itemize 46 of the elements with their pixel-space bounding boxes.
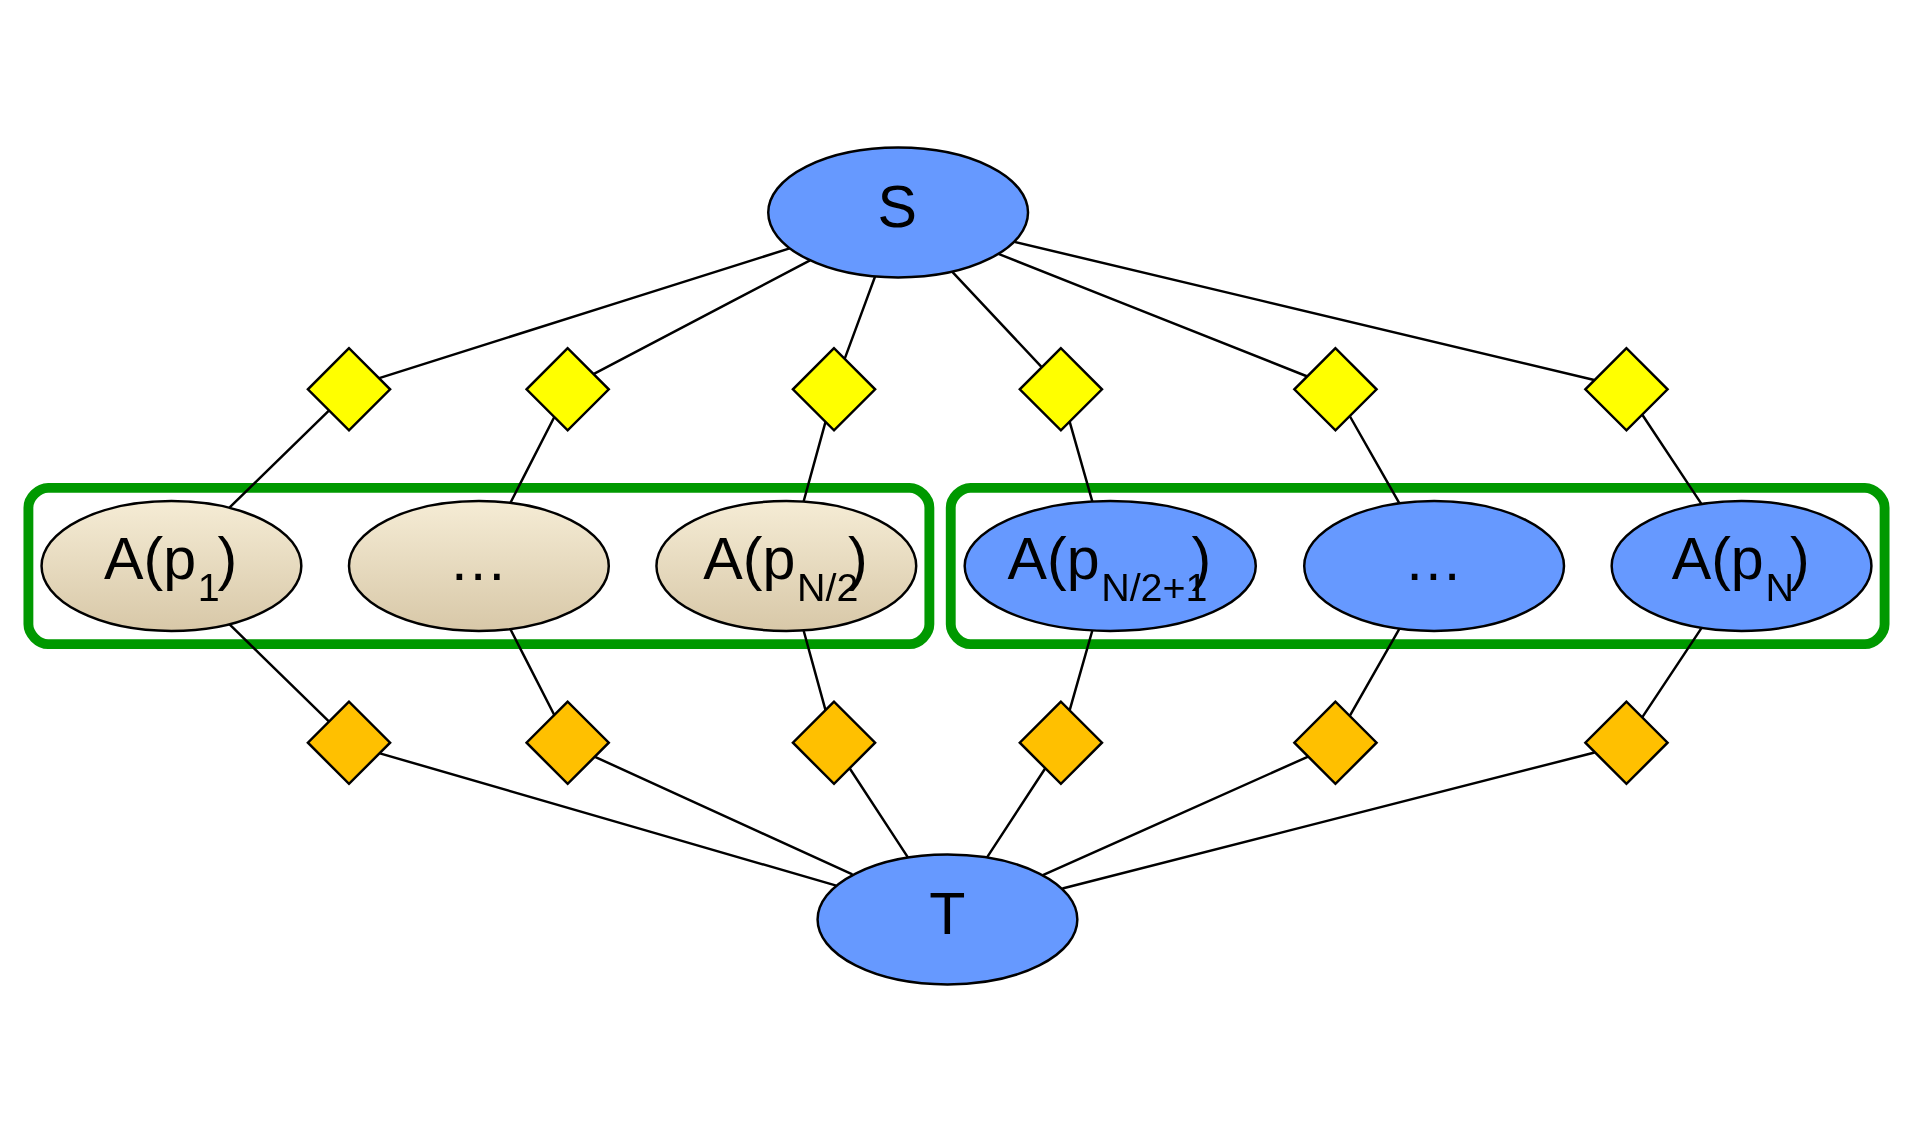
node-diamond [1583,699,1670,786]
connector [802,421,827,502]
connector [509,628,556,715]
node-diamond [1018,345,1104,432]
node-diamond [1292,345,1379,432]
connector [802,629,827,710]
connector [951,270,1043,368]
node-diamond [1583,345,1670,432]
node-ellipse: A(p$_{N/2+1}$) [963,499,1257,632]
connector [378,246,790,379]
cluster [945,482,1890,649]
connector [1348,627,1401,716]
node-ellipse: … [347,499,610,632]
node-diamond [306,345,392,432]
node-ellipse: S [767,145,1030,279]
connector [1068,421,1094,502]
connector [1014,240,1595,381]
connector [1062,750,1595,890]
connector [998,252,1308,377]
connector [1042,754,1309,876]
connector [379,751,837,887]
node-diamond [791,699,877,786]
connector [1641,413,1703,505]
node-diamond [524,699,611,786]
connector [228,409,330,509]
connector [593,258,811,375]
connector [1068,629,1094,711]
node-ellipse: T [816,852,1079,986]
connector [1348,415,1401,504]
connector [1641,626,1703,718]
cluster [23,482,935,649]
node-ellipse: A(p$_{N/2}$) [655,499,918,632]
node-diamond [524,345,611,432]
connector [228,623,330,722]
node-ellipse: A(p$_{N}$) [1610,499,1873,632]
node-diamond [791,345,877,432]
node-ellipse: A(p$_{1}$) [40,499,303,632]
node-diamond [1018,699,1104,786]
node-diamond [1292,699,1379,786]
connector [843,275,877,359]
connector [509,416,556,503]
node-ellipse: … [1303,499,1566,632]
node-diamond [306,699,392,786]
connector [594,755,853,876]
connector [848,767,909,858]
connector [986,767,1047,858]
